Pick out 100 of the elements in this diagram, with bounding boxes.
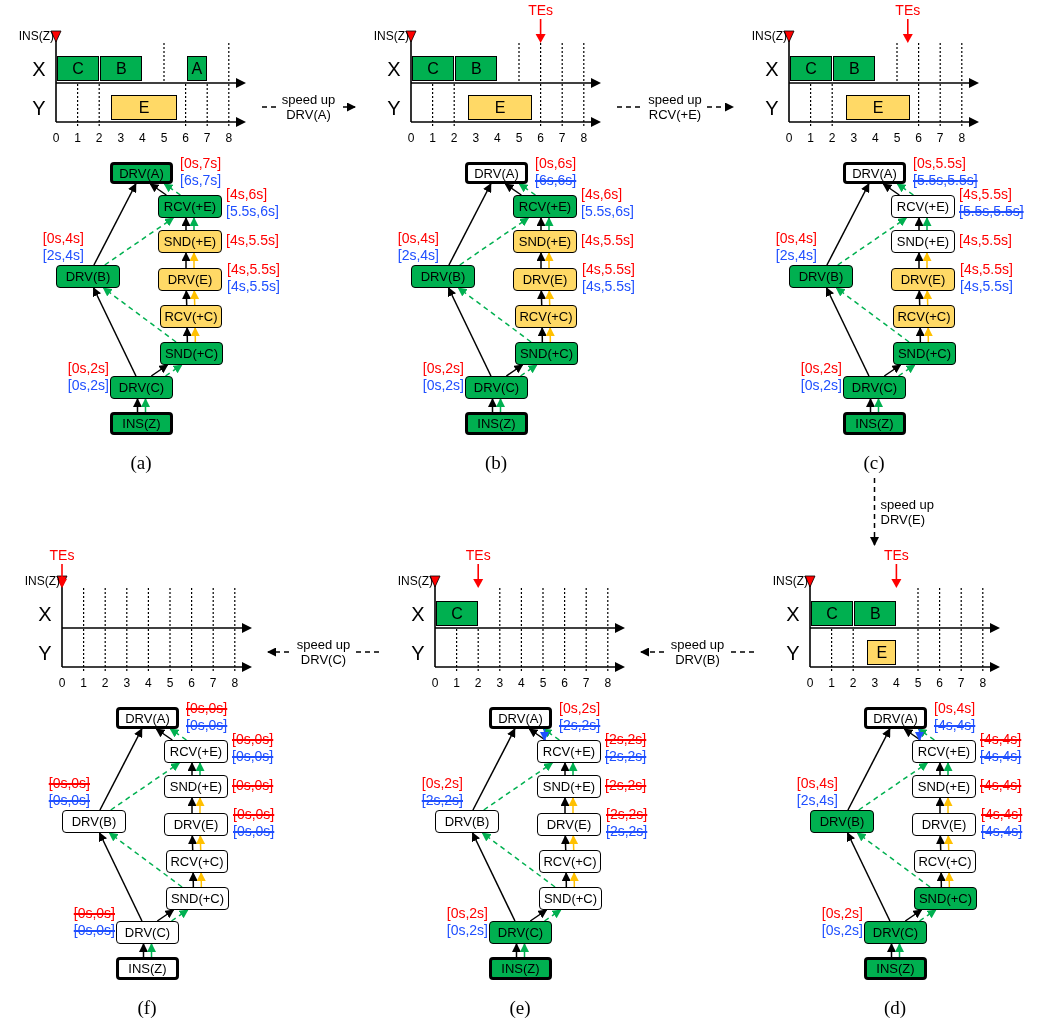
dashed-arrow	[459, 217, 530, 266]
step-box: DRV(C)	[116, 921, 179, 944]
step-box: SND(+E)	[158, 230, 222, 253]
dashed-arrow	[918, 909, 937, 922]
step-box: DRV(B)	[411, 265, 475, 288]
tick-label: 4	[872, 131, 879, 145]
step-box: DRV(C)	[465, 376, 528, 399]
interval-label: [2s,2s]	[421, 792, 463, 809]
arrow	[569, 872, 579, 888]
task-block: C	[436, 601, 479, 626]
interval-label: [4s,5.5s]	[959, 186, 1012, 203]
row-label: X	[410, 603, 426, 625]
arrow	[190, 327, 200, 343]
step-box: INS(Z)	[465, 412, 528, 435]
dashed-arrow	[568, 762, 578, 776]
step-box: SND(+C)	[893, 342, 956, 365]
interval-label: [0s,0s]	[232, 731, 274, 748]
interval-label: [4s,5.5s]	[581, 232, 634, 249]
interval-label: [5.5s,6s]	[226, 203, 279, 220]
arrow	[569, 835, 579, 851]
interval-label: [0s,0s]	[48, 792, 90, 809]
interval-label: [2s,4s]	[42, 247, 84, 264]
task-block: C	[412, 56, 455, 81]
time-marker-label: TEs	[528, 2, 554, 18]
arrow	[196, 835, 206, 851]
tick-label: 7	[582, 676, 590, 690]
step-box: INS(Z)	[116, 957, 179, 980]
step-box: DRV(B)	[62, 810, 126, 833]
step-box: RCV(+E)	[513, 195, 577, 218]
interval-label: [2s,2s]	[606, 823, 648, 840]
arrow	[914, 217, 924, 231]
interval-label: [4s,4s]	[981, 806, 1023, 823]
tick-label: 2	[828, 131, 836, 145]
interval-label: [0s,0s]	[233, 806, 275, 823]
interval-label: [0s,2s]	[446, 922, 488, 939]
interval-label: [4s,6s]	[226, 186, 268, 203]
step-box: DRV(E)	[164, 813, 228, 836]
arrow	[944, 872, 954, 888]
arrow	[915, 290, 924, 306]
interval-label: [0s,2s]	[559, 700, 601, 717]
arrow	[195, 797, 205, 814]
interval-label: [0s,0s]	[232, 748, 274, 765]
step-box: RCV(+E)	[164, 740, 228, 763]
arrow	[866, 398, 875, 413]
interval-label: [2s,2s]	[559, 717, 601, 734]
arrow	[196, 872, 206, 888]
tick-label: 0	[407, 131, 415, 145]
interval-label: [0s,2s]	[821, 905, 863, 922]
arrow	[150, 364, 169, 377]
step-box: DRV(E)	[912, 813, 976, 836]
dashed-arrow	[896, 183, 915, 196]
tick-label: 2	[101, 676, 109, 690]
interval-label: [4s,4s]	[981, 823, 1023, 840]
row-label: Y	[37, 642, 53, 664]
arrow	[561, 835, 570, 851]
tick-label: 5	[914, 676, 922, 690]
interval-label: [0s,2s]	[446, 905, 488, 922]
start-label: INS(Z)	[24, 574, 60, 588]
task-block: B	[455, 56, 498, 81]
dashed-arrow	[189, 217, 199, 231]
interval-label: [4s,5.5s]	[227, 261, 280, 278]
arrow	[528, 728, 547, 741]
arrow	[915, 728, 924, 741]
tick-label: 0	[52, 131, 60, 145]
arrow	[915, 327, 925, 343]
step-box: DRV(E)	[891, 268, 955, 291]
tick-label: 6	[188, 676, 195, 690]
step-box: DRV(A)	[116, 707, 179, 729]
start-label: INS(Z)	[751, 29, 787, 43]
arrow	[99, 728, 143, 811]
arrow	[560, 797, 570, 814]
arrow	[537, 290, 546, 306]
step-box: RCV(+C)	[893, 305, 955, 328]
tick-label: 8	[979, 676, 987, 690]
tick-label: 1	[429, 131, 436, 145]
tick-label: 3	[117, 131, 125, 145]
dashed-arrow	[835, 287, 910, 343]
edge-label: speed up DRV(B)	[665, 637, 730, 667]
dashed-arrow	[102, 287, 177, 343]
start-label: INS(Z)	[18, 29, 54, 43]
step-box: DRV(E)	[513, 268, 577, 291]
interval-label: [4s,5.5s]	[227, 278, 280, 295]
step-box: DRV(B)	[810, 810, 874, 833]
dashed-arrow	[544, 217, 554, 231]
arrow	[505, 364, 524, 377]
step-box: DRV(A)	[843, 162, 906, 184]
dashed-arrow	[895, 943, 904, 958]
arrow	[448, 183, 492, 266]
arrow	[943, 797, 953, 814]
dashed-arrow	[195, 762, 205, 776]
row-label: X	[37, 603, 53, 625]
tick-label: 3	[871, 676, 879, 690]
task-block: E	[468, 95, 532, 120]
dashed-arrow	[496, 398, 505, 413]
row-label: X	[785, 603, 801, 625]
step-box: RCV(+C)	[539, 850, 601, 873]
tick-label: 8	[231, 676, 239, 690]
arrow	[568, 797, 578, 814]
start-label: INS(Z)	[772, 574, 808, 588]
dashed-arrow	[104, 217, 175, 266]
